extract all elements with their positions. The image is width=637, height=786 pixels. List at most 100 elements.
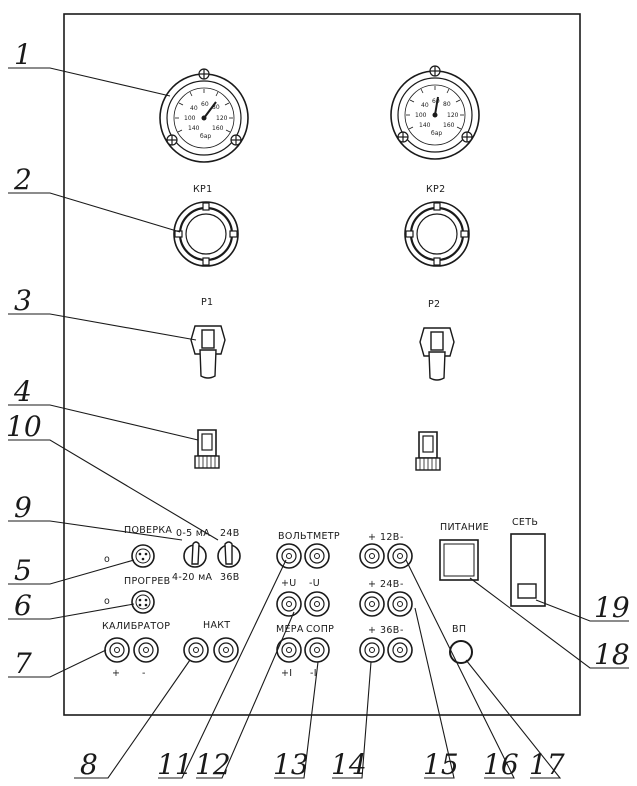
regulator-p2[interactable] (419, 327, 455, 381)
leader-lines (8, 67, 629, 779)
set-power-switch[interactable] (510, 533, 546, 607)
v24-label: 24В (380, 579, 400, 590)
gauge2-tick-140: 140 (419, 122, 431, 129)
plus-u-terminal[interactable] (276, 591, 302, 617)
callout-15: 15 (423, 748, 459, 781)
gauge2-needle (434, 96, 439, 116)
valve-knob-kr1[interactable] (173, 201, 239, 267)
callout-11: 11 (157, 748, 193, 781)
regulator-p1[interactable] (190, 325, 226, 379)
v36-plus: + (368, 625, 376, 636)
mera-label: МЕРА (276, 624, 304, 635)
callout-3: 3 (14, 284, 32, 317)
poverka-label: ПОВЕРКА (124, 525, 172, 536)
kalibrator-terminal-plus[interactable] (104, 637, 130, 663)
minus-u-label: -U (309, 578, 320, 589)
gauge2-tick-60: 60 (432, 98, 440, 105)
v36-terminal-plus[interactable] (359, 637, 385, 663)
pitanie-label: ПИТАНИЕ (440, 522, 489, 533)
gauge2-tick-80: 80 (443, 101, 451, 108)
v24-terminal-minus[interactable] (387, 591, 413, 617)
callout-18: 18 (594, 638, 630, 671)
sopr-terminal[interactable] (304, 637, 330, 663)
gauge2-tick-160: 160 (443, 122, 455, 129)
gauge2-tick-40: 40 (421, 102, 429, 109)
callout-6: 6 (14, 589, 32, 622)
kr2-label: КР2 (426, 184, 445, 195)
poverka-led: o (104, 554, 110, 565)
callout-14: 14 (331, 748, 367, 781)
plus-u-label: +U (281, 578, 297, 589)
sopr-label: СОПР (306, 624, 334, 635)
callout-13: 13 (273, 748, 309, 781)
voltmetr-label: ВОЛЬТМЕТР (278, 531, 340, 542)
nakt-terminal-2[interactable] (213, 637, 239, 663)
kalibrator-label: КАЛИБРАТОР (102, 621, 170, 632)
gauge1-tick-120: 120 (216, 115, 228, 122)
callout-10: 10 (6, 410, 42, 443)
v12-minus: - (400, 532, 404, 543)
gauge1-needle (203, 101, 217, 119)
sopr-sign: -I (310, 668, 317, 679)
vp-label: ВП (452, 624, 466, 635)
gauge1-tick-160: 160 (212, 125, 224, 132)
pneumatic-connector-2[interactable] (415, 431, 441, 471)
progrev-connector[interactable] (131, 590, 155, 614)
nakt-label: НАКТ (203, 620, 230, 631)
kr1-label: КР1 (193, 184, 212, 195)
gauge2-tick-100: 100 (415, 112, 427, 119)
volt-24-label: 24В (220, 528, 240, 539)
range-top-label: 0-5 мА (176, 528, 210, 539)
v12-terminal-minus[interactable] (387, 543, 413, 569)
v12-plus: + (368, 532, 376, 543)
callout-8: 8 (80, 748, 98, 781)
valve-knob-kr2[interactable] (404, 201, 470, 267)
callout-12: 12 (195, 748, 231, 781)
callout-7: 7 (14, 647, 32, 680)
nakt-terminal-1[interactable] (183, 637, 209, 663)
gauge2-tick-120: 120 (447, 112, 459, 119)
gauge1-tick-80: 80 (212, 104, 220, 111)
p1-label: Р1 (201, 297, 213, 308)
callout-16: 16 (483, 748, 519, 781)
gauge2-unit: бар (431, 130, 442, 137)
v36-terminal-minus[interactable] (387, 637, 413, 663)
vp-fuse-holder[interactable] (449, 640, 473, 664)
voltmetr-terminal-1[interactable] (276, 543, 302, 569)
callout-17: 17 (529, 748, 565, 781)
mera-sign: +I (281, 668, 292, 679)
gauge1-tick-60: 60 (201, 101, 209, 108)
gauge1-tick-140: 140 (188, 125, 200, 132)
callout-2: 2 (13, 163, 32, 196)
callout-9: 9 (14, 491, 32, 524)
callout-19: 19 (594, 591, 630, 624)
v24-terminal-plus[interactable] (359, 591, 385, 617)
range-bottom-label: 4-20 мА (172, 572, 213, 583)
callout-5: 5 (14, 554, 32, 587)
set-label: СЕТЬ (512, 517, 538, 528)
kalibrator-minus-sign: - (142, 668, 146, 679)
v36-minus: - (400, 625, 404, 636)
gauge1-unit: бар (200, 133, 211, 140)
voltage-toggle-switch[interactable] (217, 541, 241, 568)
v12-terminal-plus[interactable] (359, 543, 385, 569)
callout-1: 1 (14, 38, 32, 71)
v24-minus: - (400, 579, 404, 590)
pneumatic-connector-1[interactable] (194, 429, 220, 469)
pitanie-indicator (439, 539, 479, 581)
progrev-led: o (104, 596, 110, 607)
kalibrator-terminal-minus[interactable] (133, 637, 159, 663)
kalibrator-plus-sign: + (112, 668, 120, 679)
p2-label: Р2 (428, 299, 440, 310)
range-toggle-switch[interactable] (183, 541, 207, 568)
voltmetr-terminal-2[interactable] (304, 543, 330, 569)
gauge1-tick-40: 40 (190, 105, 198, 112)
minus-u-terminal[interactable] (304, 591, 330, 617)
front-panel (63, 13, 581, 716)
v12-label: 12В (380, 532, 400, 543)
v24-plus: + (368, 579, 376, 590)
v36-label: 36В (380, 625, 400, 636)
pressure-gauge-2: 40 60 80 100 120 140 160 бар (390, 65, 480, 160)
poverka-connector[interactable] (131, 544, 155, 568)
